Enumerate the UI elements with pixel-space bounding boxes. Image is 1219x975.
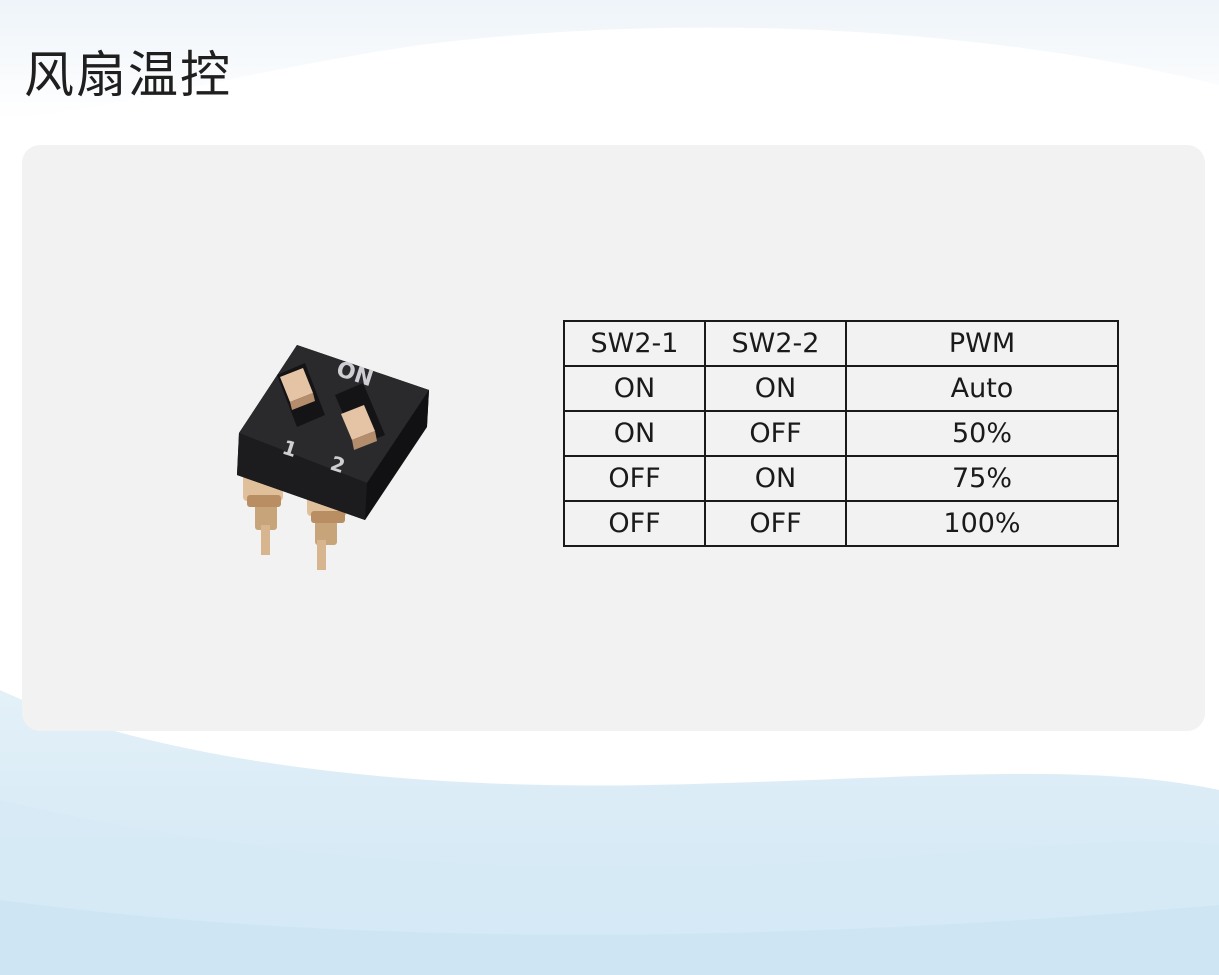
table-row: OFF OFF 100% xyxy=(563,500,1119,547)
cell-sw2-1: ON xyxy=(563,410,706,457)
cell-pwm: 50% xyxy=(845,410,1119,457)
dip-switch-image: ON 1 2 xyxy=(237,345,429,570)
switch-knob-1 xyxy=(280,368,315,410)
table-row: ON ON Auto xyxy=(563,365,1119,412)
content-card: ON 1 2 SW2-1 SW2-2 PWM ON ON Auto ON OFF… xyxy=(22,145,1205,731)
header-pwm: PWM xyxy=(845,320,1119,367)
header-sw2-1: SW2-1 xyxy=(563,320,706,367)
cell-sw2-2: ON xyxy=(704,455,847,502)
cell-sw2-2: ON xyxy=(704,365,847,412)
cell-sw2-1: ON xyxy=(563,365,706,412)
cell-pwm: 100% xyxy=(845,500,1119,547)
cell-sw2-1: OFF xyxy=(563,455,706,502)
table-row: OFF ON 75% xyxy=(563,455,1119,502)
cell-sw2-1: OFF xyxy=(563,500,706,547)
table-row: ON OFF 50% xyxy=(563,410,1119,457)
table-header-row: SW2-1 SW2-2 PWM xyxy=(563,320,1119,367)
header-sw2-2: SW2-2 xyxy=(704,320,847,367)
pwm-settings-table: SW2-1 SW2-2 PWM ON ON Auto ON OFF 50% OF… xyxy=(563,320,1119,547)
page-title: 风扇温控 xyxy=(24,46,232,104)
cell-sw2-2: OFF xyxy=(704,500,847,547)
switch-knob-2 xyxy=(341,405,377,450)
cell-sw2-2: OFF xyxy=(704,410,847,457)
cell-pwm: Auto xyxy=(845,365,1119,412)
cell-pwm: 75% xyxy=(845,455,1119,502)
